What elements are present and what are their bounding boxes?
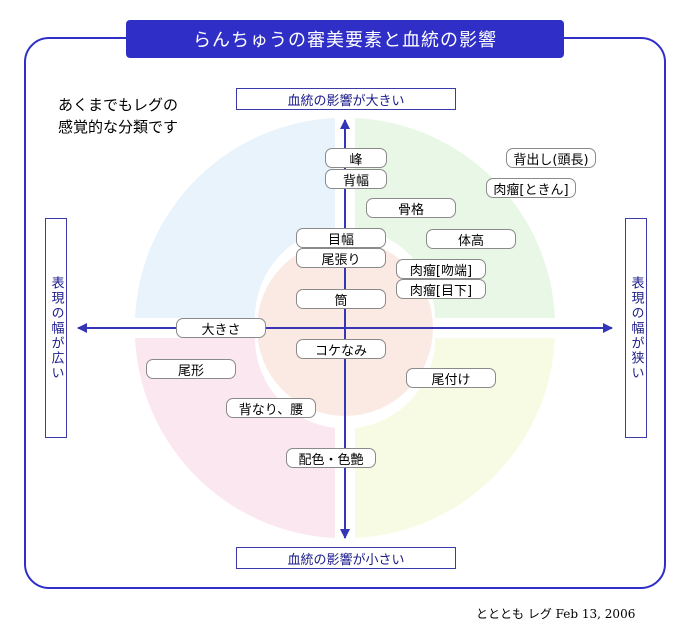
note: あくまでもレグの 感覚的な分類です [58,94,178,138]
element-desashi: 背出し(頭長) [506,148,596,168]
element-ookisa: 大きさ [176,318,266,338]
element-nikuryu-tokin: 肉瘤[ときん] [486,178,576,198]
quadrant-top-right [355,118,555,318]
axis-label-bottom: 血統の影響が小さい [236,547,456,569]
quadrant-top-left [135,118,335,318]
element-sehaba: 背幅 [325,169,387,189]
element-mine: 峰 [325,148,387,168]
element-taikou: 体高 [426,229,516,249]
axis-label-top: 血統の影響が大きい [236,88,456,110]
footer-credit: とととも レグ Feb 13, 2006 [476,607,636,621]
element-nikuryu-funtan: 肉瘤[吻端] [396,259,486,279]
axis-label-right: 表現の幅が狭い [625,218,647,438]
element-ogata: 尾形 [146,359,236,379]
element-obari: 尾張り [296,248,386,268]
element-mehaba: 目幅 [296,228,386,248]
note-line-1: あくまでもレグの [58,96,179,114]
element-senari: 背なり、腰 [226,398,316,418]
element-kokkaku: 骨格 [366,198,456,218]
axis-label-left: 表現の幅が広い [45,218,67,438]
quadrant-bottom-left [135,338,335,538]
element-otsuke: 尾付け [406,368,496,388]
page-title: らんちゅうの審美要素と血統の影響 [126,20,564,58]
element-haishoku: 配色・色艶 [286,448,376,468]
element-tsutsu: 筒 [296,289,386,309]
element-nikuryu-meshita: 肉瘤[目下] [396,279,486,299]
element-kokenami: コケなみ [296,339,386,359]
note-line-2: 感覚的な分類です [58,118,179,136]
quadrant-bottom-right [355,338,555,538]
